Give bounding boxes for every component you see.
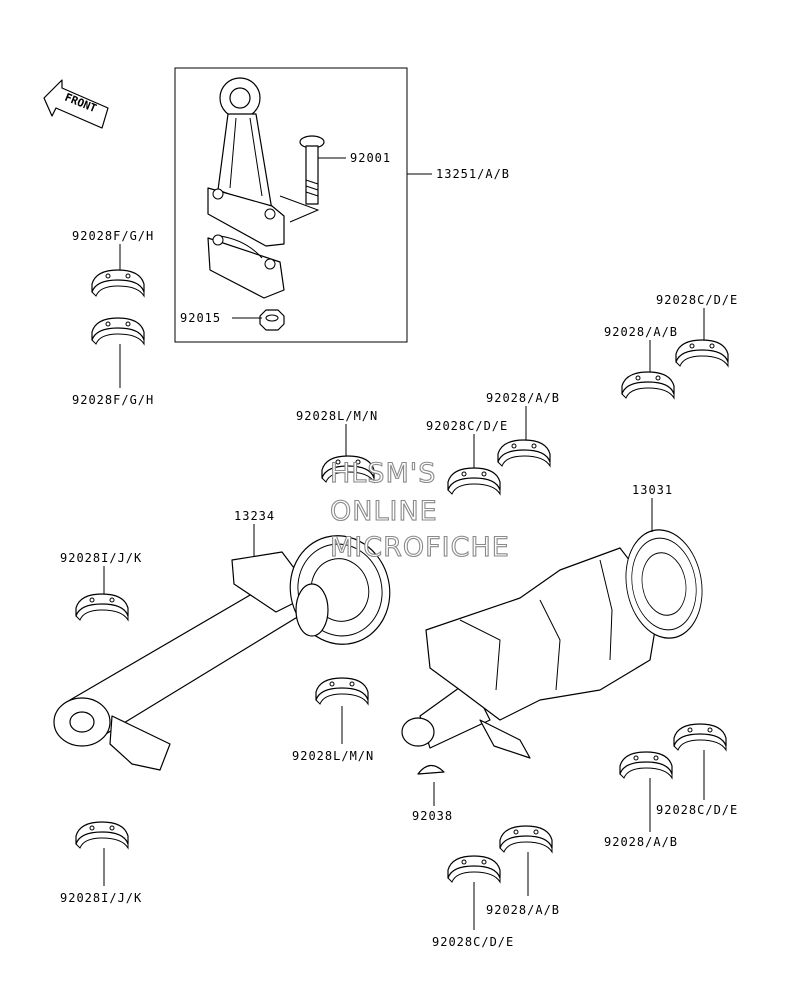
bearing-shell-lmn-bot bbox=[315, 677, 369, 705]
watermark-line-1: HLSM'S bbox=[330, 458, 436, 489]
balancer-shaft-illustration bbox=[53, 523, 403, 771]
bearing-shell-cde-mid bbox=[447, 467, 501, 495]
connecting-rod-group-box bbox=[174, 67, 408, 343]
label-92028ab-br: 92028/A/B bbox=[604, 835, 678, 849]
part-labels: 92001 13251/A/B 92015 92028F/G/H 92028F/… bbox=[60, 151, 738, 949]
label-92028cde-mid: 92028C/D/E bbox=[426, 419, 508, 433]
bolt-illustration bbox=[299, 135, 325, 205]
leader-lines bbox=[103, 157, 705, 930]
nut-illustration bbox=[259, 309, 285, 331]
label-92001: 92001 bbox=[350, 151, 391, 165]
bearing-shell-fgh-lower bbox=[91, 317, 145, 345]
crankshaft-illustration bbox=[401, 523, 711, 759]
front-arrow-icon: FRONT bbox=[43, 79, 109, 129]
label-92028cde-tr: 92028C/D/E bbox=[656, 293, 738, 307]
label-92028ab-tr: 92028/A/B bbox=[604, 325, 678, 339]
bearing-shell-ab-bot bbox=[499, 825, 553, 853]
bearing-shell-cde-bot bbox=[447, 855, 501, 883]
label-92028ijk-top: 92028I/J/K bbox=[60, 551, 142, 565]
bearing-shell-ijk-bot bbox=[75, 821, 129, 849]
bearing-shell-ab-br bbox=[619, 751, 673, 779]
label-92028cde-br: 92028C/D/E bbox=[656, 803, 738, 817]
bearing-shell-cde-tr bbox=[675, 339, 729, 367]
bearing-shell-cde-br bbox=[673, 723, 727, 751]
label-92028cde-bot: 92028C/D/E bbox=[432, 935, 514, 949]
watermark-line-2: ONLINE bbox=[330, 496, 438, 527]
label-92015: 92015 bbox=[180, 311, 221, 325]
connecting-rod-illustration bbox=[207, 77, 285, 299]
label-13251: 13251/A/B bbox=[436, 167, 510, 181]
label-92028ijk-bot: 92028I/J/K bbox=[60, 891, 142, 905]
bearing-shell-fgh-upper bbox=[91, 269, 145, 297]
label-92028ab-mid: 92028/A/B bbox=[486, 391, 560, 405]
watermark-line-3: MICROFICHE bbox=[330, 532, 510, 563]
label-13031: 13031 bbox=[632, 483, 673, 497]
label-92028fgh-top: 92028F/G/H bbox=[72, 229, 154, 243]
label-92038: 92038 bbox=[412, 809, 453, 823]
bearing-shell-ijk-top bbox=[75, 593, 129, 621]
label-92028fgh-bot: 92028F/G/H bbox=[72, 393, 154, 407]
bearing-shell-ab-tr bbox=[621, 371, 675, 399]
label-13234: 13234 bbox=[234, 509, 275, 523]
label-92028lmn-top: 92028L/M/N bbox=[296, 409, 378, 423]
label-92028lmn-bot: 92028L/M/N bbox=[292, 749, 374, 763]
key-illustration bbox=[417, 764, 445, 775]
bearing-shell-ab-mid bbox=[497, 439, 551, 467]
label-92028ab-bot: 92028/A/B bbox=[486, 903, 560, 917]
watermark: HLSM'S ONLINE MICROFICHE bbox=[329, 457, 510, 563]
